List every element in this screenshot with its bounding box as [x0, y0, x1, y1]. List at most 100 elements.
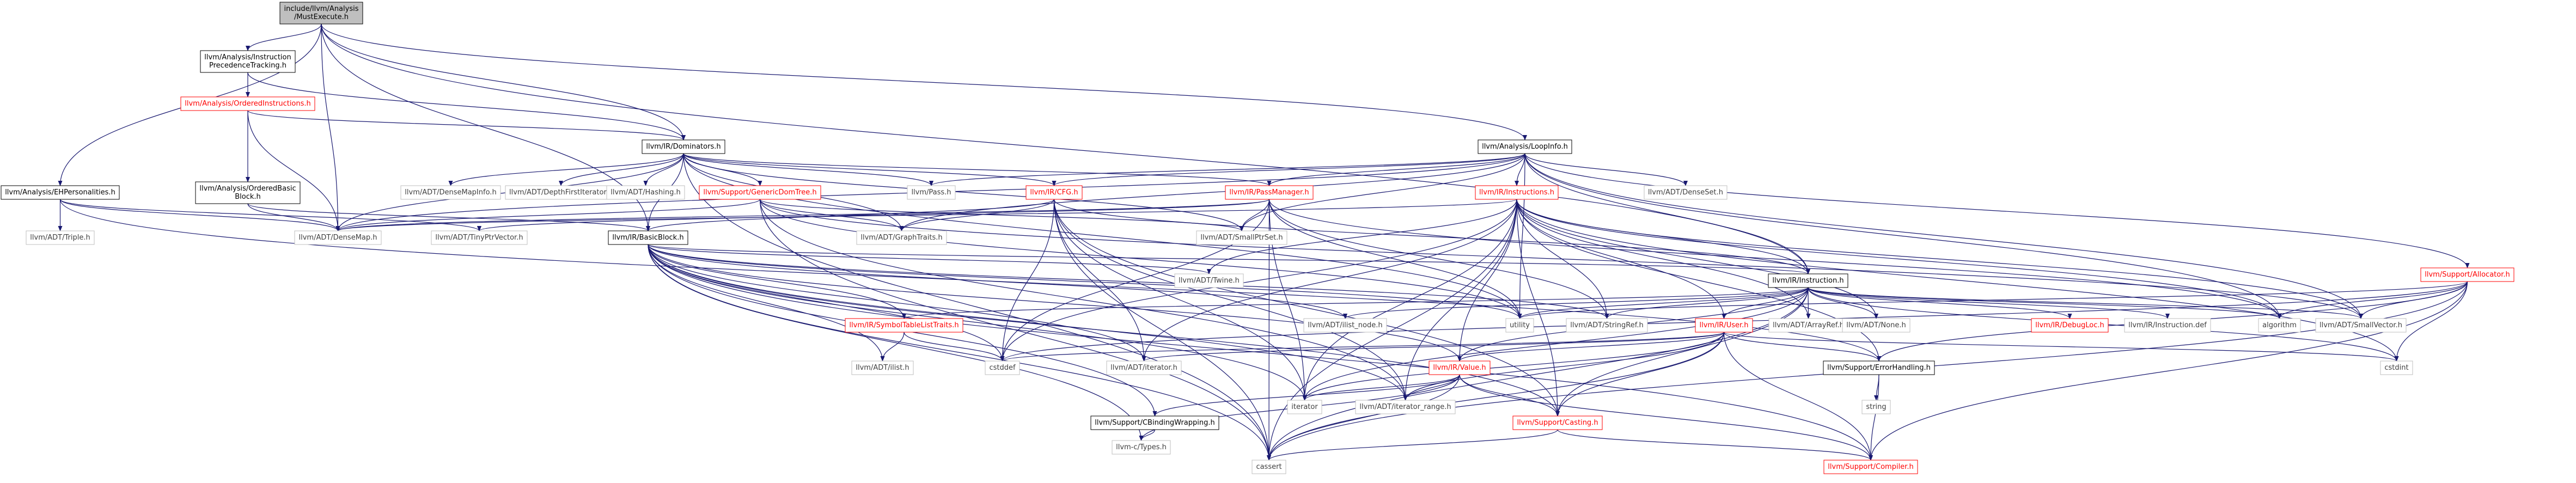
node-box-stringref	[1566, 318, 1648, 333]
edge-user-to-errorhandling	[1723, 332, 1881, 362]
node-densemapinfo[interactable]: llvm/ADT/DenseMapInfo.h	[400, 185, 501, 200]
edge-basicblock-to-compiler	[648, 244, 1873, 461]
node-tinyptrvector[interactable]: llvm/ADT/TinyPtrVector.h	[431, 230, 528, 245]
edge-gendomtree-to-iteratorrange	[759, 199, 1408, 401]
node-box-triple	[26, 230, 95, 245]
edge-instructions-to-stringref	[1516, 199, 1609, 319]
node-dominators[interactable]: llvm/IR/Dominators.h	[642, 139, 725, 154]
node-ehpers[interactable]: llvm/Analysis/EHPersonalities.h	[1, 185, 120, 200]
node-label-dominators: llvm/IR/Dominators.h	[646, 143, 721, 151]
edge-loopinfo-to-smallvector	[1524, 153, 2363, 319]
node-twine[interactable]: llvm/ADT/Twine.h	[1174, 273, 1244, 288]
node-label-obb: Block.h	[235, 193, 261, 201]
edge-instructions-to-algorithm	[1516, 199, 2282, 319]
node-none[interactable]: llvm/ADT/None.h	[1842, 318, 1910, 333]
node-label-oinstructions: llvm/Analysis/OrderedInstructions.h	[185, 100, 311, 108]
edge-instructions-to-cassert	[1267, 199, 1517, 461]
node-stringref[interactable]: llvm/ADT/StringRef.h	[1566, 318, 1648, 333]
edge-instructions-to-densemap	[336, 199, 1517, 231]
node-symtabtraits[interactable]: llvm/IR/SymbolTableListTraits.h	[845, 318, 963, 333]
edge-allocator-to-cstdint	[2394, 281, 2468, 362]
node-utility[interactable]: utility	[1505, 318, 1534, 333]
edge-cfg-to-cassert	[1053, 199, 1271, 461]
edge-instructions-to-iterator	[1302, 199, 1517, 401]
node-cstdint[interactable]: cstdint	[2380, 360, 2413, 375]
node-smallptrset[interactable]: llvm/ADT/SmallPtrSet.h	[1196, 230, 1287, 245]
node-ctypes[interactable]: llvm-c/Types.h	[1112, 440, 1171, 455]
node-instructions[interactable]: llvm/IR/Instructions.h	[1475, 185, 1559, 200]
node-adtiterator[interactable]: llvm/ADT/iterator.h	[1106, 360, 1182, 375]
node-instruction[interactable]: llvm/IR/Instruction.h	[1768, 273, 1848, 288]
edge-user-to-cstddef	[1000, 332, 1725, 362]
node-box-passmanager	[1225, 185, 1314, 200]
edge-instruction-to-arrayref	[1806, 287, 1811, 319]
node-debugloc[interactable]: llvm/IR/DebugLoc.h	[2031, 318, 2109, 333]
node-cbinding[interactable]: llvm/Support/CBindingWrapping.h	[1090, 415, 1219, 430]
edge-dominators-to-smallptrset	[683, 153, 1244, 231]
edge-basicblock-to-symtabtraits	[648, 244, 906, 319]
node-cfg[interactable]: llvm/IR/CFG.h	[1025, 185, 1083, 200]
edge-cfg-to-instruction	[1053, 199, 1810, 274]
edge-gendomtree-to-smallvector	[759, 199, 2363, 319]
node-densemap[interactable]: llvm/ADT/DenseMap.h	[294, 230, 382, 245]
node-string[interactable]: string	[1861, 400, 1891, 414]
node-label-cfg: llvm/IR/CFG.h	[1030, 188, 1078, 197]
edge-instructions-to-user	[1516, 199, 1726, 319]
edge-instruction-to-symtabtraits	[902, 287, 1809, 319]
node-iterator[interactable]: iterator	[1287, 400, 1322, 414]
edge-basicblock-to-ilist	[648, 244, 885, 362]
edge-cfg-to-iteratorrange	[1053, 199, 1408, 401]
node-denseset[interactable]: llvm/ADT/DenseSet.h	[1644, 185, 1727, 200]
node-box-user	[1695, 318, 1753, 333]
node-iteratorrange[interactable]: llvm/ADT/iterator_range.h	[1355, 400, 1456, 414]
edge-casting-to-cassert	[1267, 429, 1558, 461]
node-box-dominators	[642, 139, 725, 154]
node-instructiondef[interactable]: llvm/IR/Instruction.def	[2124, 318, 2211, 333]
node-iptracking[interactable]: llvm/Analysis/InstructionPrecedenceTrack…	[200, 50, 296, 73]
node-label-denseset: llvm/ADT/DenseSet.h	[1648, 188, 1723, 197]
edge-instruction-to-iterator	[1302, 287, 1809, 401]
node-graphtraits[interactable]: llvm/ADT/GraphTraits.h	[856, 230, 947, 245]
node-loopinfo[interactable]: llvm/Analysis/LoopInfo.h	[1478, 139, 1572, 154]
node-box-utility	[1505, 318, 1534, 333]
node-user[interactable]: llvm/IR/User.h	[1695, 318, 1753, 333]
node-errorhandling[interactable]: llvm/Support/ErrorHandling.h	[1823, 360, 1935, 375]
edge-basicblock-to-adtiterator	[648, 244, 1146, 362]
node-value[interactable]: llvm/IR/Value.h	[1429, 360, 1491, 375]
node-casting[interactable]: llvm/Support/Casting.h	[1512, 415, 1603, 430]
node-algorithm[interactable]: algorithm	[2258, 318, 2301, 333]
node-oinstructions[interactable]: llvm/Analysis/OrderedInstructions.h	[180, 96, 315, 111]
node-hashing[interactable]: llvm/ADT/Hashing.h	[606, 185, 685, 200]
node-label-triple: llvm/ADT/Triple.h	[30, 234, 90, 242]
node-box-cstddef	[985, 360, 1020, 375]
node-allocator[interactable]: llvm/Support/Allocator.h	[2420, 267, 2514, 282]
edge-loopinfo-to-instruction	[1524, 153, 1810, 274]
node-label-none: llvm/ADT/None.h	[1846, 321, 1906, 329]
node-gendomtree[interactable]: llvm/Support/GenericDomTree.h	[699, 185, 821, 200]
edge-symtabtraits-to-cstddef	[904, 332, 1005, 362]
node-smallvector[interactable]: llvm/ADT/SmallVector.h	[2315, 318, 2407, 333]
node-label-loopinfo: llvm/Analysis/LoopInfo.h	[1482, 143, 1568, 151]
node-ilistnode[interactable]: llvm/ADT/ilist_node.h	[1303, 318, 1387, 333]
node-ilist[interactable]: llvm/ADT/ilist.h	[851, 360, 914, 375]
node-pass[interactable]: llvm/Pass.h	[907, 185, 956, 200]
edge-loopinfo-to-smallptrset	[1240, 153, 1525, 231]
edge-passmanager-to-smallptrset	[1240, 199, 1270, 231]
node-box-algorithm	[2258, 318, 2301, 333]
node-cassert[interactable]: cassert	[1252, 460, 1286, 474]
node-compiler[interactable]: llvm/Support/Compiler.h	[1823, 460, 1918, 474]
node-dfi[interactable]: llvm/ADT/DepthFirstIterator.h	[505, 185, 617, 200]
edge-loopinfo-to-graphtraits	[899, 153, 1525, 231]
node-box-adtiterator	[1106, 360, 1182, 375]
node-cstddef[interactable]: cstddef	[985, 360, 1020, 375]
node-label-algorithm: algorithm	[2262, 321, 2297, 329]
node-passmanager[interactable]: llvm/IR/PassManager.h	[1225, 185, 1314, 200]
node-label-symtabtraits: llvm/IR/SymbolTableListTraits.h	[849, 321, 959, 329]
node-arrayref[interactable]: llvm/ADT/ArrayRef.h	[1768, 318, 1848, 333]
edge-oinstructions-to-dominators	[247, 110, 686, 140]
node-box-obb	[195, 181, 301, 204]
node-box-cassert	[1252, 460, 1286, 474]
node-triple[interactable]: llvm/ADT/Triple.h	[26, 230, 95, 245]
node-basicblock[interactable]: llvm/IR/BasicBlock.h	[608, 230, 688, 245]
